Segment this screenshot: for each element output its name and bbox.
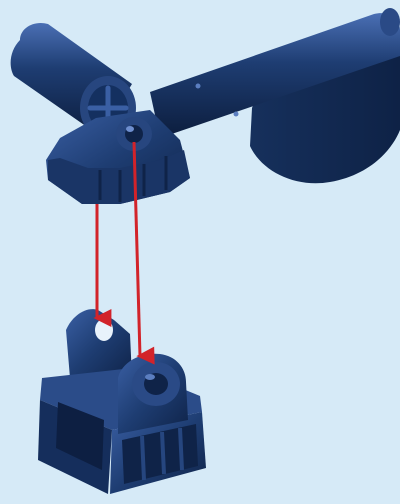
upper-part	[11, 8, 400, 204]
lower-left-hole	[95, 319, 113, 341]
lower-right-hole-highlight	[145, 374, 155, 380]
arm-pin-dot	[196, 84, 201, 89]
arm-pin-dot	[234, 112, 239, 117]
lower-left-tower	[66, 309, 132, 378]
lower-part	[38, 309, 206, 494]
upper-arm-end-cap	[380, 8, 400, 36]
upper-right-pin-highlight	[126, 126, 134, 132]
